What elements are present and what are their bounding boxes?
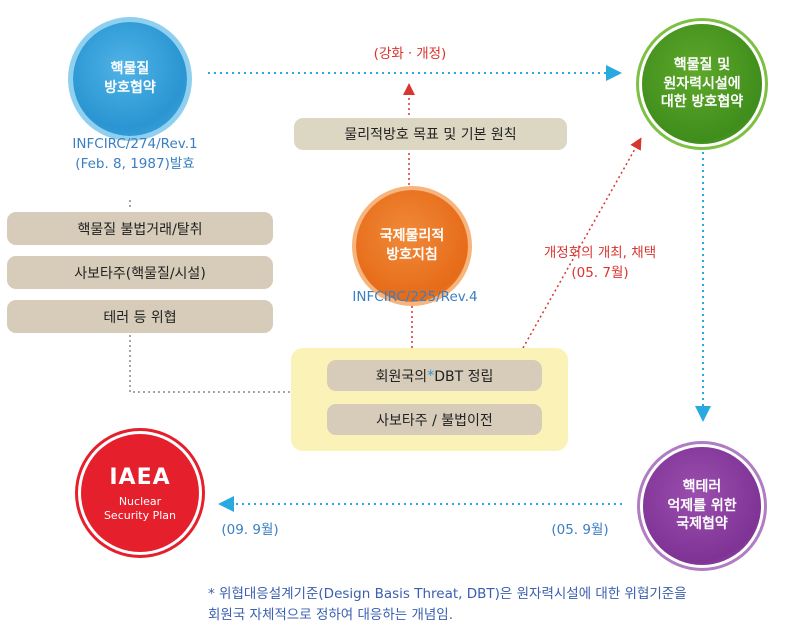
node-terror-convention: 핵테러 억제를 위한 국제협약 xyxy=(643,447,761,565)
infcirc225-label: INFCIRC/225/Rev.4 xyxy=(345,289,485,305)
node-guidelines: 국제물리적 방호지침 xyxy=(356,190,468,302)
date-0509-label: (05. 9월) xyxy=(545,518,615,538)
sabotage-transfer-box: 사보타주 / 불법이전 xyxy=(327,404,542,435)
node-iaea-plan: IAEA Nuclear Security Plan xyxy=(87,440,193,546)
dbt-star: * xyxy=(427,368,434,384)
line-gray-bracket xyxy=(130,335,291,392)
node-amended-convention: 핵물질 및 원자력시설에 대한 방호협약 xyxy=(642,24,762,144)
objectives-box: 물리적방호 목표 및 기본 원칙 xyxy=(294,118,567,150)
threat-box-sabotage: 사보타주(핵물질/시설) xyxy=(7,256,273,289)
footnote-line1: * 위협대응설계기준(Design Basis Threat, DBT)은 원자… xyxy=(208,584,788,605)
threat-box-terror: 테러 등 위협 xyxy=(7,300,273,333)
date-0909-label: (09. 9월) xyxy=(215,518,285,538)
footnote: * 위협대응설계기준(Design Basis Threat, DBT)은 원자… xyxy=(208,584,788,626)
strengthen-label: (강화ㆍ개정) xyxy=(345,42,475,62)
dbt-box: 회원국의 * DBT 정립 xyxy=(327,360,542,391)
threat-box-trafficking: 핵물질 불법거래/탈취 xyxy=(7,212,273,245)
dbt-prefix: 회원국의 xyxy=(376,366,428,386)
adoption-label: 개정회의 개최, 채택 (05. 7월) xyxy=(520,243,680,284)
footnote-line2: 회원국 자체적으로 정하여 대응하는 개념임. xyxy=(208,605,788,626)
node-physical-protection-convention: 핵물질 방호협약 xyxy=(73,22,187,136)
dbt-suffix: DBT 정립 xyxy=(434,366,493,386)
infcirc274-label: INFCIRC/274/Rev.1 (Feb. 8, 1987)발효 xyxy=(70,134,200,175)
